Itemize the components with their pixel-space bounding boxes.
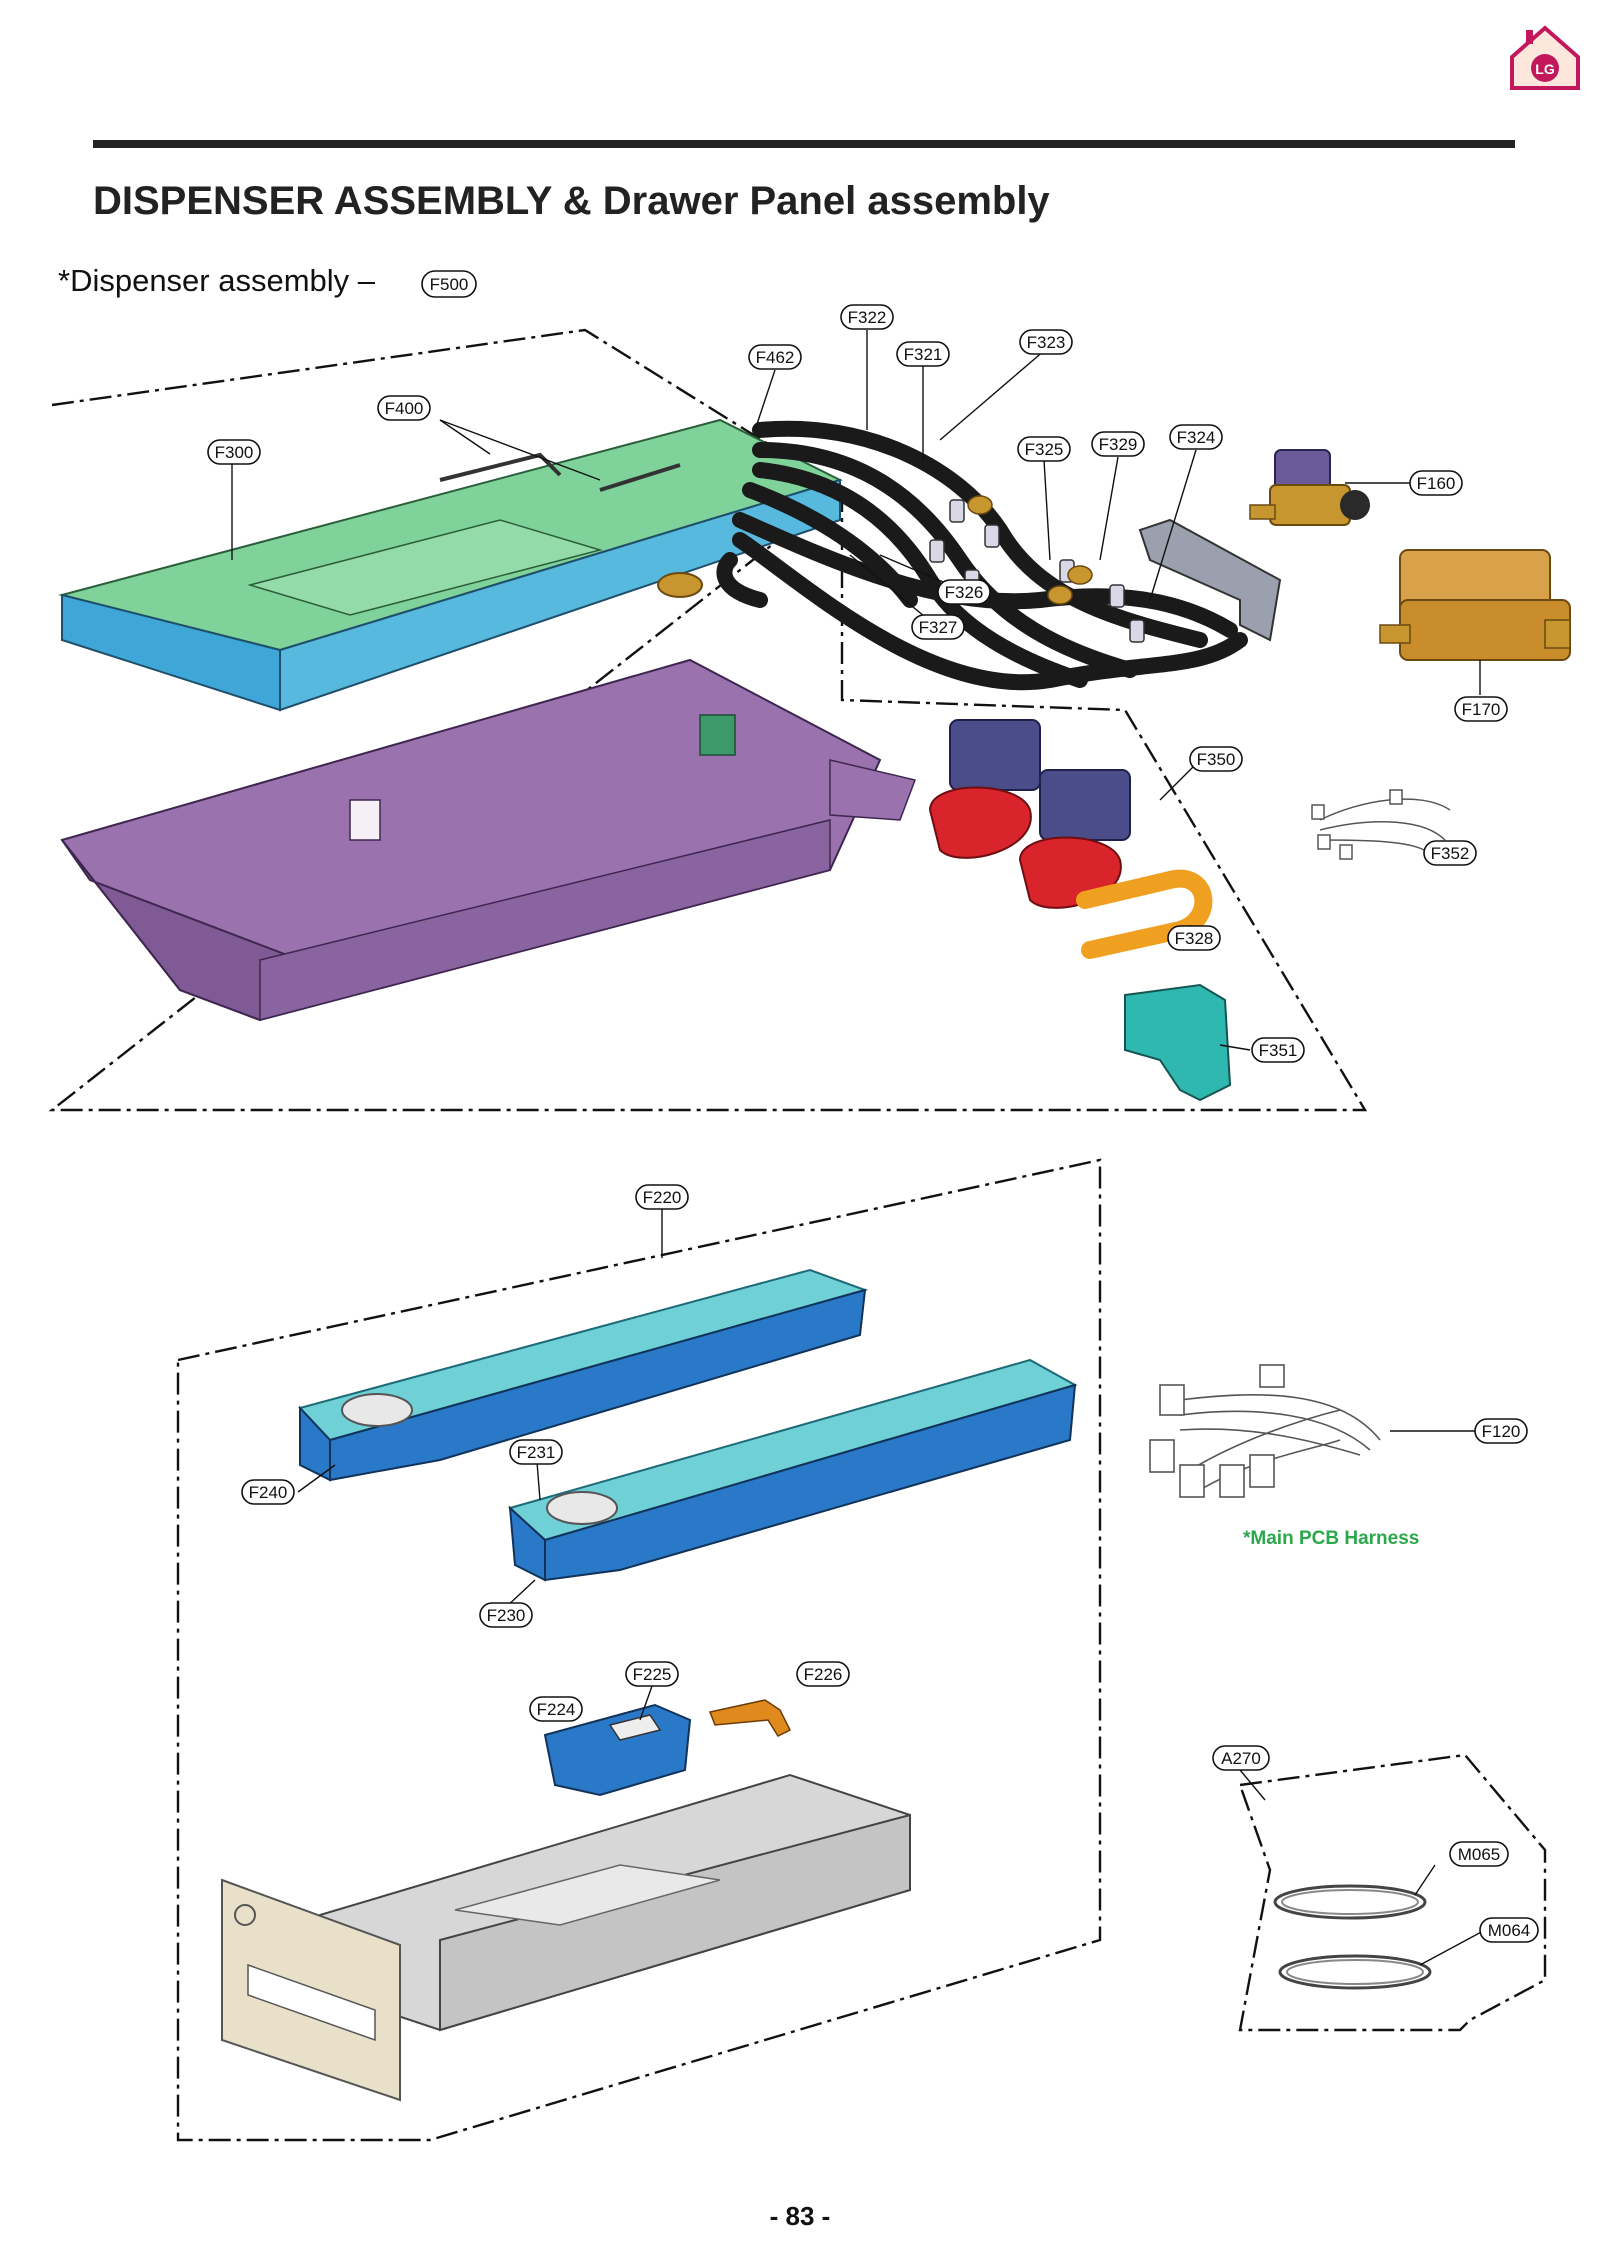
svg-text:F327: F327 [919, 618, 958, 637]
page-title: DISPENSER ASSEMBLY & Drawer Panel assemb… [93, 179, 1050, 223]
label-F326: F326 [937, 579, 991, 605]
label-A270: A270 [1212, 1745, 1270, 1771]
label-M064: M064 [1479, 1917, 1539, 1943]
label-F321: F321 [896, 341, 950, 367]
svg-text:F224: F224 [537, 1700, 576, 1719]
harness-small [1311, 789, 1451, 860]
label-F350: F350 [1189, 746, 1243, 772]
a270-boundary [1238, 1753, 1547, 2032]
label-F400: F400 [377, 395, 431, 421]
teal-sensor [1124, 983, 1232, 1102]
label-F500: F500 [421, 270, 477, 298]
svg-text:F328: F328 [1175, 929, 1214, 948]
svg-text:F462: F462 [756, 348, 795, 367]
hose-coil-m064 [1278, 1954, 1432, 1990]
svg-text:F329: F329 [1099, 435, 1138, 454]
hose-bundle [716, 420, 1248, 691]
label-F230: F230 [479, 1602, 533, 1628]
dispenser-housing [60, 658, 917, 1022]
label-F324: F324 [1169, 424, 1223, 450]
label-F325: F325 [1017, 436, 1071, 462]
lg-logo-text: LG [1535, 61, 1555, 77]
siphon-lever [708, 1699, 792, 1737]
svg-text:F352: F352 [1431, 844, 1470, 863]
dispenser-top-cover [58, 418, 843, 712]
svg-text:F231: F231 [517, 1443, 556, 1462]
svg-text:F325: F325 [1025, 440, 1064, 459]
svg-text:F324: F324 [1177, 428, 1216, 447]
water-valve-single [1249, 449, 1370, 526]
drawer-front-panel [221, 1878, 401, 2102]
label-F462: F462 [748, 344, 802, 370]
drain-pump-pair [928, 719, 1131, 909]
label-F300: F300 [207, 439, 261, 465]
valve-bracket [1138, 518, 1282, 642]
brass-fittings [967, 495, 1093, 605]
label-F170: F170 [1454, 696, 1508, 722]
svg-text:A270: A270 [1221, 1749, 1261, 1768]
svg-text:F160: F160 [1417, 474, 1456, 493]
svg-text:M065: M065 [1458, 1845, 1501, 1864]
svg-text:F400: F400 [385, 399, 424, 418]
svg-text:F230: F230 [487, 1606, 526, 1625]
svg-text:F226: F226 [804, 1665, 843, 1684]
svg-text:F220: F220 [643, 1188, 682, 1207]
drawer-tray [319, 1773, 911, 2032]
label-F231: F231 [509, 1439, 563, 1465]
svg-text:F323: F323 [1027, 333, 1066, 352]
label-F323: F323 [1019, 329, 1073, 355]
svg-text:F170: F170 [1462, 700, 1501, 719]
label-M065: M065 [1449, 1841, 1509, 1867]
dispenser-subtitle: *Dispenser assembly – [58, 263, 376, 298]
label-F322: F322 [840, 304, 894, 330]
svg-text:F300: F300 [215, 443, 254, 462]
label-F329: F329 [1091, 431, 1145, 457]
main-pcb-harness [1149, 1364, 1381, 1498]
lg-home-logo: LG [1510, 25, 1580, 90]
label-F224: F224 [529, 1696, 583, 1722]
svg-text:F350: F350 [1197, 750, 1236, 769]
harness-note: *Main PCB Harness [1243, 1528, 1419, 1549]
hose-coil-m065 [1273, 1884, 1427, 1920]
page-number: - 83 - [770, 2201, 831, 2231]
label-F226: F226 [796, 1661, 850, 1687]
svg-text:F240: F240 [249, 1483, 288, 1502]
drawer-cover-lower [508, 1358, 1078, 1582]
label-F352: F352 [1423, 840, 1477, 866]
drawer-assembly-boundary [176, 1158, 1102, 2142]
svg-text:F120: F120 [1482, 1422, 1521, 1441]
svg-text:F225: F225 [633, 1665, 672, 1684]
svg-text:F326: F326 [945, 583, 984, 602]
label-F327: F327 [911, 614, 965, 640]
water-valve-triple [1379, 549, 1571, 661]
svg-text:F321: F321 [904, 345, 943, 364]
label-F240: F240 [241, 1479, 295, 1505]
label-F220: F220 [635, 1184, 689, 1210]
svg-text:F351: F351 [1259, 1041, 1298, 1060]
drawer-cover-upper [298, 1268, 869, 1482]
label-F160: F160 [1409, 470, 1463, 496]
svg-text:M064: M064 [1488, 1921, 1531, 1940]
label-F328: F328 [1167, 925, 1221, 951]
brass-inlet [657, 572, 703, 598]
label-F120: F120 [1474, 1418, 1528, 1444]
label-F351: F351 [1251, 1037, 1305, 1063]
svg-text:F500: F500 [430, 275, 469, 294]
label-F225: F225 [625, 1661, 679, 1687]
header-rule [93, 140, 1515, 148]
svg-text:F322: F322 [848, 308, 887, 327]
detergent-cup [543, 1703, 692, 1797]
leader-lines [231, 330, 1486, 1966]
